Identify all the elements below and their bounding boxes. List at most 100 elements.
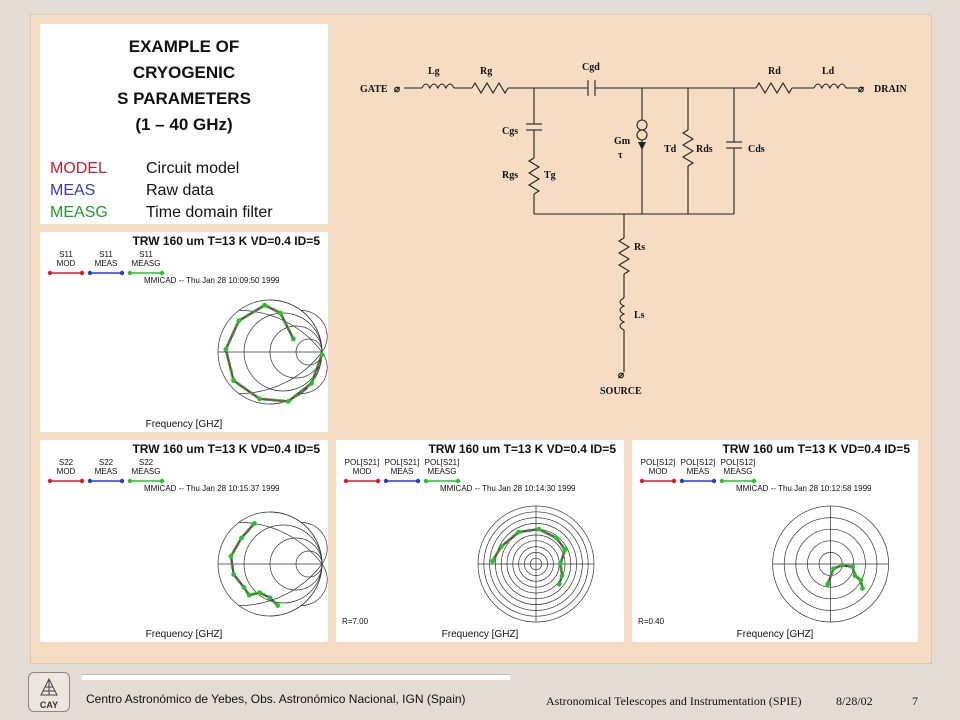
series-sub: MEASG [427,467,457,476]
series-tag: POL[S21] [424,458,460,467]
legend-marker-dot [127,478,133,484]
rs-label: Rs [634,242,645,253]
cay-logo: CAY [28,672,70,712]
series-tag: S22 [138,458,154,467]
x-axis-label: Frequency [GHZ] [736,629,814,640]
gate-terminal-icon: ⌀ [394,84,400,95]
x-axis-label: Frequency [GHZ] [441,629,519,640]
legend-key: MEAS [50,182,96,199]
cgd-label: Cgd [582,62,600,73]
legend-marker-dot [343,478,349,484]
timestamp: MMICAD -- Thu Jan 28 10:09:50 1999 [144,276,280,285]
series-tag: POL[S12] [640,458,676,467]
plot-title: TRW 160 um T=13 K VD=0.4 ID=5 [722,442,910,456]
legend-marker-dot [119,270,125,276]
series-sub: MEAS [390,467,414,476]
ld-label: Ld [822,66,835,77]
measg-series-point [262,302,268,308]
plot-title: TRW 160 um T=13 K VD=0.4 ID=5 [132,442,320,456]
chart-grid [217,511,328,617]
drain-terminal-icon: ⌀ [858,84,864,95]
rds-label: Rds [696,144,713,155]
measg-series-point [275,603,281,608]
tau-label: τ [618,150,623,161]
slide-title: EXAMPLE OF CRYOGENIC S PARAMETERS (1 – 4… [40,34,328,138]
legend-marker-dot [751,478,757,484]
measg-series-point [852,573,858,578]
measg-series-point [267,595,273,601]
series-sub: MEASG [723,467,753,476]
measg-series-point [228,553,234,559]
measg-series-point [285,399,291,404]
legend-marker-dot [639,478,645,484]
legend-desc: Time domain filter [146,204,273,221]
cds-label: Cds [748,144,765,155]
legend-marker-dot [719,478,725,484]
plot-title: TRW 160 um T=13 K VD=0.4 ID=5 [132,234,320,248]
plot-canvas [343,478,595,623]
legend-desc: Circuit model [146,160,240,177]
source-terminal-icon: ⌀ [618,370,624,381]
measg-series-point [498,544,504,549]
measg-series-point [257,396,262,402]
footer-date: 8/28/02 [836,694,873,708]
series-tag: POL[S21] [384,458,420,467]
measg-series-point [252,521,257,526]
measg-series-point [562,547,568,552]
chart-grid [217,299,328,405]
gm-arrow-icon [638,142,646,150]
measg-series-point [858,577,864,583]
logo-text: CAY [39,700,59,710]
series-sub: MOD [56,259,76,268]
plot-canvas [47,270,328,405]
plot-canvas [639,478,889,623]
measg-series-point [236,318,242,324]
legend-marker-dot [711,478,717,484]
footer-organization: Centro Astronómico de Yebes, Obs. Astron… [86,692,466,706]
measg-series-point [257,590,262,595]
legend-marker-dot [87,478,93,484]
legend-marker-dot [375,478,381,484]
measg-series-point [223,347,229,352]
series-tag: POL[S12] [720,458,756,467]
measg-series-point [319,352,325,357]
lg-label: Lg [428,66,440,77]
chart-grid [477,505,595,623]
measg-series-point [556,581,562,587]
measg-series-point [239,535,244,541]
series-tag: S11 [59,250,73,259]
measg-series-point [278,310,283,316]
legend-key: MEASG [50,204,108,221]
equivalent-circuit: GATE ⌀ Lg Rg Cgd Rd Ld ⌀ DRAIN Cgs Rgs T… [360,62,908,397]
legend-row-measg: MEASG Time domain filter [50,202,273,224]
series-tag: POL[S12] [680,458,716,467]
legend-marker-dot [47,478,53,484]
measg-series-point [516,529,521,535]
x-axis-label: Frequency [GHZ] [145,419,223,430]
measg-series-point [241,585,247,590]
title-panel: EXAMPLE OF CRYOGENIC S PARAMETERS (1 – 4… [40,24,328,224]
legend-marker-dot [87,270,93,276]
series-sub: MEAS [94,467,118,476]
measg-series-point [231,378,237,383]
legend-marker-dot [159,270,165,276]
x-axis-label: Frequency [GHZ] [145,629,223,640]
series-sub: MOD [56,467,76,476]
series-sub: MEASG [131,467,161,476]
footer-divider [82,674,510,680]
mod-series-line [225,304,323,402]
legend-marker-dot [679,478,685,484]
gm-label: Gm [614,136,631,147]
measg-series-point [860,585,865,591]
measg-series-point [850,564,856,570]
drain-label: DRAIN [874,84,908,95]
timestamp: MMICAD -- Thu Jan 28 10:14:30 1999 [440,484,576,493]
legend-marker-dot [127,270,133,276]
measg-series-point [309,380,314,386]
source-label: SOURCE [600,386,642,397]
legend-marker-dot [455,478,461,484]
rd-label: Rd [768,66,781,77]
legend-marker-dot [119,478,125,484]
